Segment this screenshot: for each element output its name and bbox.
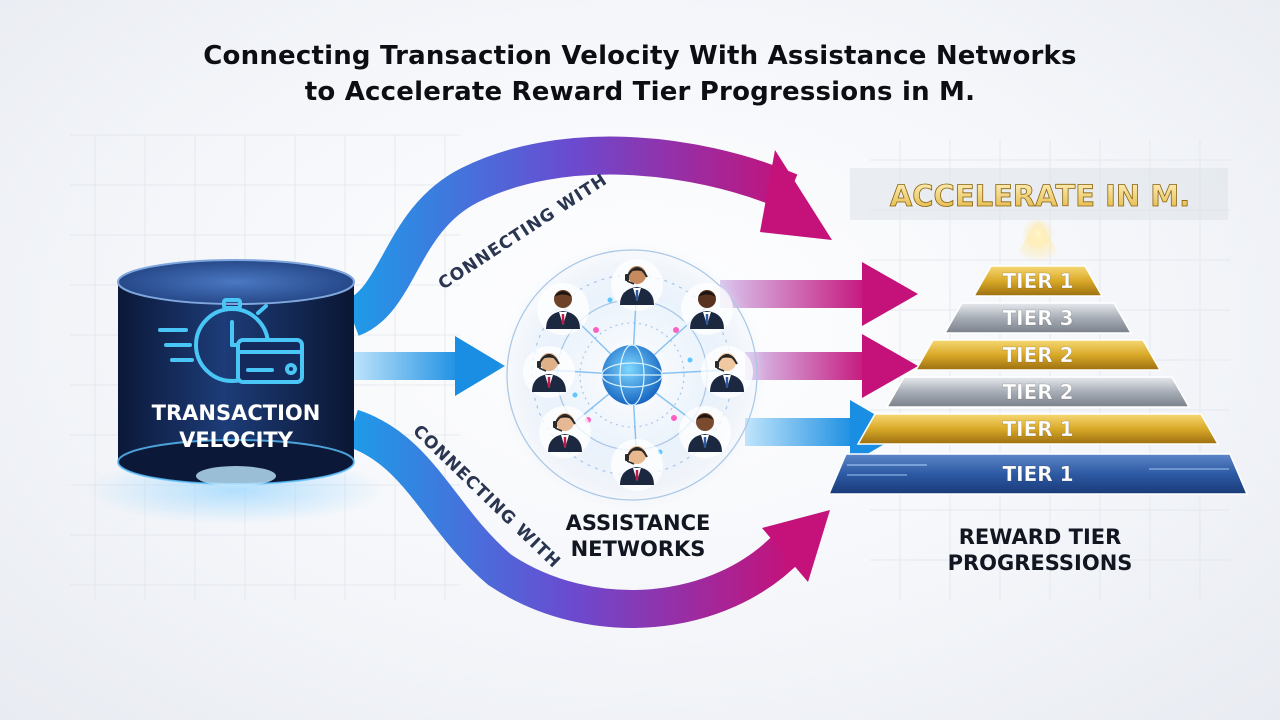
tiers-layer: TIER 1 TIER 3 TIER 2 TIER 2 TIER 1 TIER 1 bbox=[827, 265, 1249, 495]
agent-headset-icon bbox=[539, 406, 591, 458]
connector-bottom-arrow bbox=[345, 409, 830, 628]
tier-shape bbox=[943, 302, 1133, 334]
agent-headset-icon bbox=[611, 259, 663, 311]
agent-icon bbox=[679, 406, 731, 458]
agent-headset-icon bbox=[701, 346, 753, 398]
tier-shape bbox=[972, 265, 1104, 297]
tier-shape bbox=[914, 339, 1162, 371]
diagram-title: Connecting Transaction Velocity With Ass… bbox=[0, 38, 1280, 110]
agent-headset-icon bbox=[611, 439, 663, 491]
tier-shape bbox=[827, 453, 1249, 495]
source-label-line-1: TRANSACTION bbox=[152, 401, 321, 425]
title-line-1: Connecting Transaction Velocity With Ass… bbox=[203, 41, 1077, 71]
transaction-velocity-cylinder bbox=[86, 259, 386, 524]
agent-icon bbox=[537, 283, 589, 335]
network-label-line-2: NETWORKS bbox=[571, 537, 706, 561]
pyramid-header-backdrop bbox=[850, 168, 1228, 220]
tier-row: TIER 1 bbox=[856, 413, 1220, 445]
agent-headset-icon bbox=[523, 346, 575, 398]
tier-label: TIER 3 bbox=[1002, 306, 1073, 330]
source-label-line-2: VELOCITY bbox=[179, 428, 294, 452]
agent-icon bbox=[681, 283, 733, 335]
tier-shape bbox=[885, 376, 1191, 408]
tier-label: TIER 2 bbox=[1002, 343, 1073, 367]
source-to-network-arrow bbox=[352, 336, 505, 396]
tier-shape bbox=[856, 413, 1220, 445]
pyramid-label-line-1: REWARD TIER bbox=[959, 525, 1122, 549]
tier-row: TIER 2 bbox=[914, 339, 1162, 371]
tier-row: TIER 3 bbox=[943, 302, 1133, 334]
network-label-line-1: ASSISTANCE bbox=[566, 511, 711, 535]
tier-row: TIER 1 bbox=[827, 453, 1249, 495]
tier-label: TIER 2 bbox=[1002, 380, 1073, 404]
tier-row: TIER 1 bbox=[972, 265, 1104, 297]
title-line-2: to Accelerate Reward Tier Progressions i… bbox=[304, 77, 976, 107]
reward-pyramid: TIER 1 TIER 3 TIER 2 TIER 2 TIER 1 TIER 1 bbox=[827, 218, 1249, 495]
tier-label: TIER 1 bbox=[1002, 462, 1073, 486]
agents-layer bbox=[523, 259, 753, 491]
connector-top-arrow bbox=[343, 136, 832, 336]
network-to-tier-arrow-2 bbox=[745, 334, 918, 398]
tier-label: TIER 1 bbox=[1002, 269, 1073, 293]
pyramid-header: ACCELERATE IN M. bbox=[890, 179, 1190, 213]
tier-label: TIER 1 bbox=[1002, 417, 1073, 441]
pyramid-label-line-2: PROGRESSIONS bbox=[948, 551, 1133, 575]
tier-row: TIER 2 bbox=[885, 376, 1191, 408]
stopwatch-credit-card-icon bbox=[158, 298, 304, 384]
